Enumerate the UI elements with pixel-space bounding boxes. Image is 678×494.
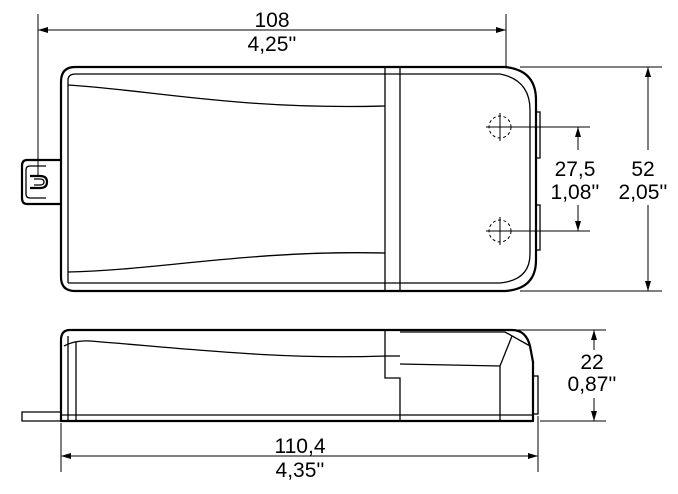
dim-depth-imperial: 0,87'' (568, 373, 617, 396)
cable-clamp (30, 174, 49, 190)
dimension-total-length: 110,4 4,35'' (60, 416, 539, 482)
dim-height-metric: 52 (631, 158, 654, 181)
dim-hole-spacing-imperial: 1,08'' (551, 181, 600, 204)
dimension-height: 52 2,05'' (520, 66, 668, 292)
top-view (20, 65, 541, 293)
dimension-depth: 22 0,87'' (515, 329, 617, 422)
mounting-hole-lower (486, 217, 515, 245)
dimension-hole-spacing: 27,5 1,08'' (515, 126, 600, 232)
top-view-body-outline (59, 65, 538, 293)
side-view (21, 328, 539, 423)
top-view-right-clip-lower (535, 204, 541, 251)
top-view-lower-curve (67, 252, 386, 273)
dim-top-width-imperial: 4,25'' (248, 33, 297, 56)
dim-hole-spacing-metric: 27,5 (555, 158, 596, 181)
dim-total-length-metric: 110,4 (275, 435, 326, 458)
top-view-end-cap (499, 73, 531, 284)
dim-top-width-metric: 108 (254, 9, 289, 32)
dim-height-imperial: 2,05'' (619, 181, 668, 204)
side-view-body-outline (59, 328, 535, 423)
left-mounting-tab (20, 158, 61, 206)
cable-stub (21, 411, 61, 422)
side-view-top-curve (63, 340, 386, 358)
top-view-right-clip-upper (535, 111, 541, 159)
dimension-top-width: 108 4,25'' (37, 9, 507, 176)
mounting-hole-upper (486, 113, 515, 141)
top-view-inner-top (67, 73, 500, 81)
top-view-upper-curve (67, 84, 386, 108)
dim-total-length-imperial: 4,35'' (276, 459, 325, 482)
dim-depth-metric: 22 (580, 351, 603, 374)
side-view-divider (384, 330, 401, 421)
side-view-end-cap (399, 331, 531, 421)
